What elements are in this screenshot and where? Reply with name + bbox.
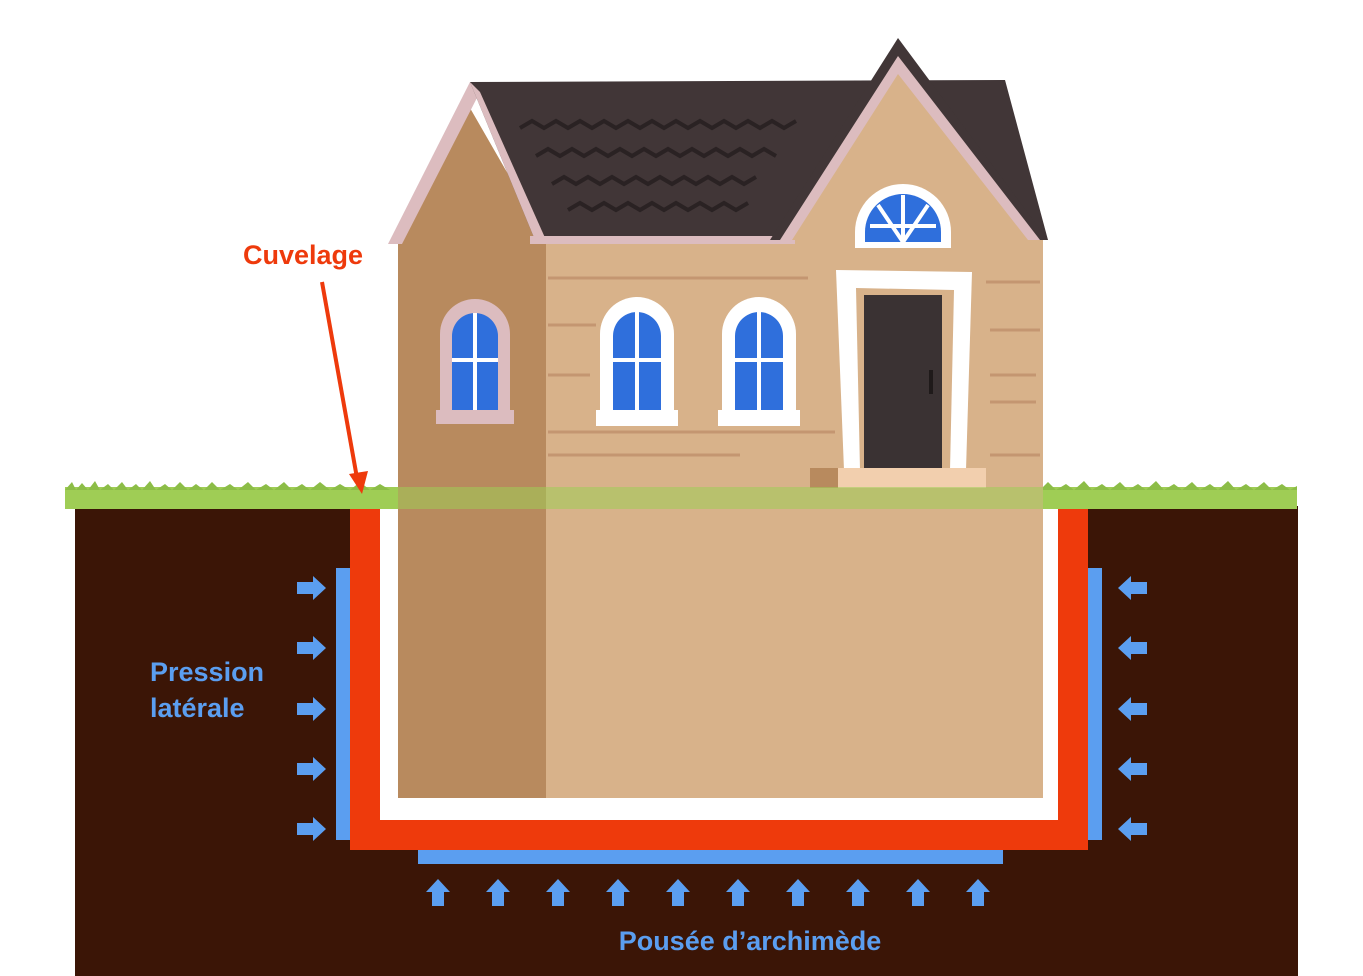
- arrow-left-icon: [1118, 757, 1147, 781]
- arrow-up-icon: [906, 879, 930, 906]
- window-left: [436, 299, 514, 424]
- arrow-up-icon: [546, 879, 570, 906]
- arrow-up-icon: [426, 879, 450, 906]
- arrow-up-icon: [786, 879, 810, 906]
- roof-shingles: [518, 118, 798, 213]
- cuvelage-label: Cuvelage: [243, 240, 363, 270]
- pressure-wall-left: [336, 568, 350, 840]
- left-gable: [398, 108, 546, 240]
- arrow-up-icon: [486, 879, 510, 906]
- arrow-left-icon: [1118, 636, 1147, 660]
- window-right: [718, 297, 800, 426]
- buoyancy-label: Pousée d’archimède: [619, 926, 882, 956]
- right-pressure-arrows: [1118, 576, 1147, 841]
- arrow-left-icon: [1118, 817, 1147, 841]
- pressure-floor: [418, 850, 1003, 864]
- dormer-window: [855, 184, 951, 248]
- window-middle: [596, 297, 678, 426]
- arrow-right-icon: [297, 636, 326, 660]
- arrow-right-icon: [297, 697, 326, 721]
- buoyancy-arrows: [426, 879, 990, 906]
- basement-main: [546, 509, 1043, 798]
- left-pressure-arrows: [297, 576, 326, 841]
- front-door: [810, 270, 986, 488]
- pressure-wall-right: [1088, 568, 1102, 840]
- lateral-pressure-label-line1: Pression: [150, 657, 264, 687]
- arrow-up-icon: [966, 879, 990, 906]
- arrow-left-icon: [1118, 576, 1147, 600]
- arrow-right-icon: [297, 817, 326, 841]
- basement-left: [398, 509, 546, 798]
- arrow-right-icon: [297, 576, 326, 600]
- arrow-up-icon: [846, 879, 870, 906]
- siding-lines: [548, 276, 1040, 457]
- arrow-right-icon: [297, 757, 326, 781]
- arrow-up-icon: [606, 879, 630, 906]
- arrow-left-icon: [1118, 697, 1147, 721]
- cuvelage-pointer: [320, 281, 368, 494]
- arrow-up-icon: [666, 879, 690, 906]
- lateral-pressure-label-line2: latérale: [150, 693, 245, 723]
- arrow-up-icon: [726, 879, 750, 906]
